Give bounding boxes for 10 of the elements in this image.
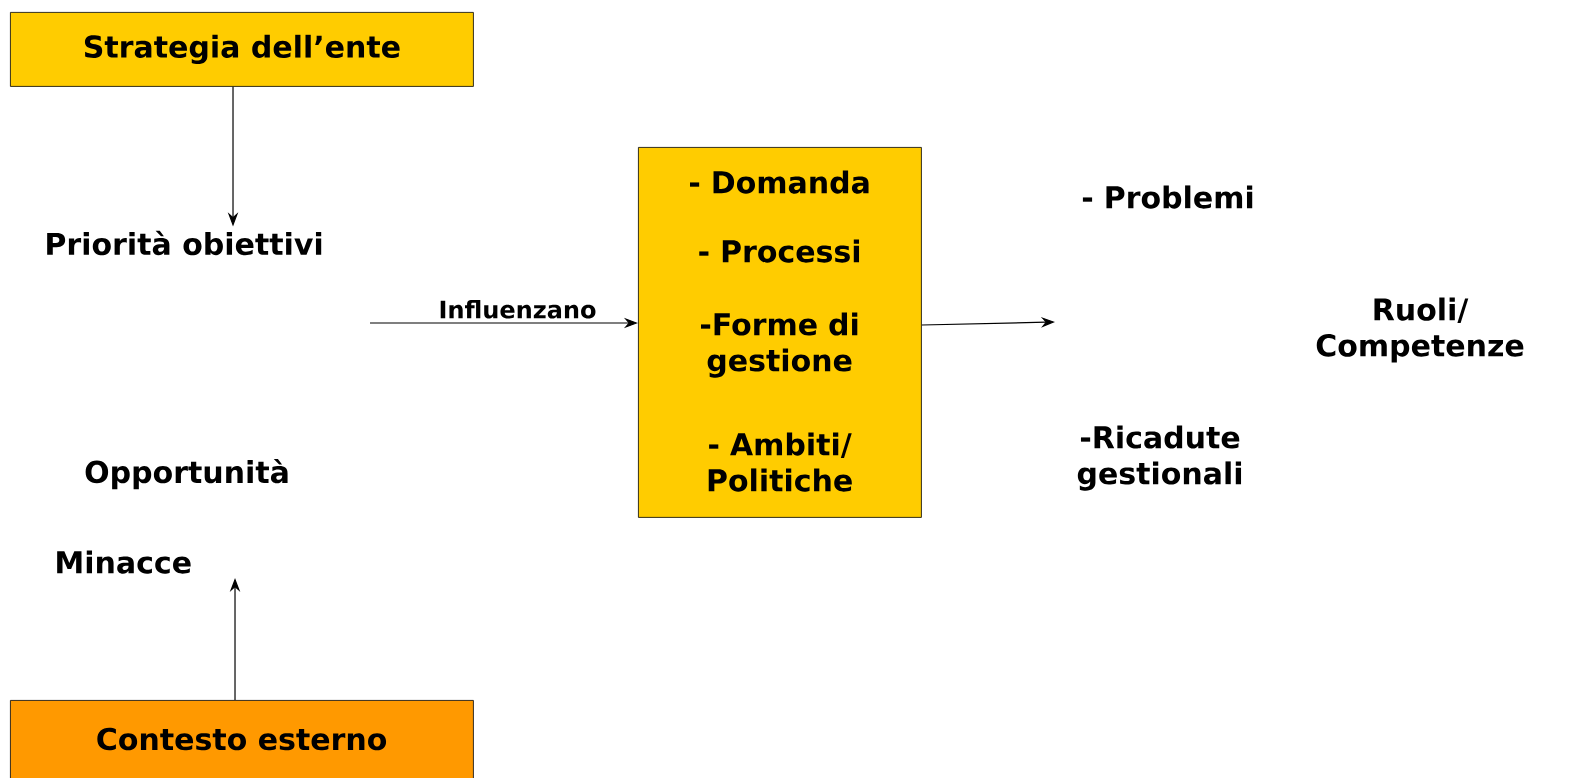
text-label: - Problemi: [1082, 185, 1253, 209]
text-label: -Ricadute gestionali: [1077, 425, 1242, 491]
node-text: Minacce: [57, 550, 191, 574]
text-label: Opportunità: [85, 458, 288, 490]
box: Strategia dell’ente: [10, 12, 474, 87]
box: - Domanda - Processi -Forme di gestione - Ambiti/ Politiche: [638, 147, 922, 518]
text-label: Ruoli/ Competenze: [1316, 297, 1524, 363]
box: Contesto esterno: [10, 700, 474, 778]
node-text: Priorità obiettivi: [47, 230, 322, 256]
edge-label: Influenzano: [440, 300, 596, 319]
